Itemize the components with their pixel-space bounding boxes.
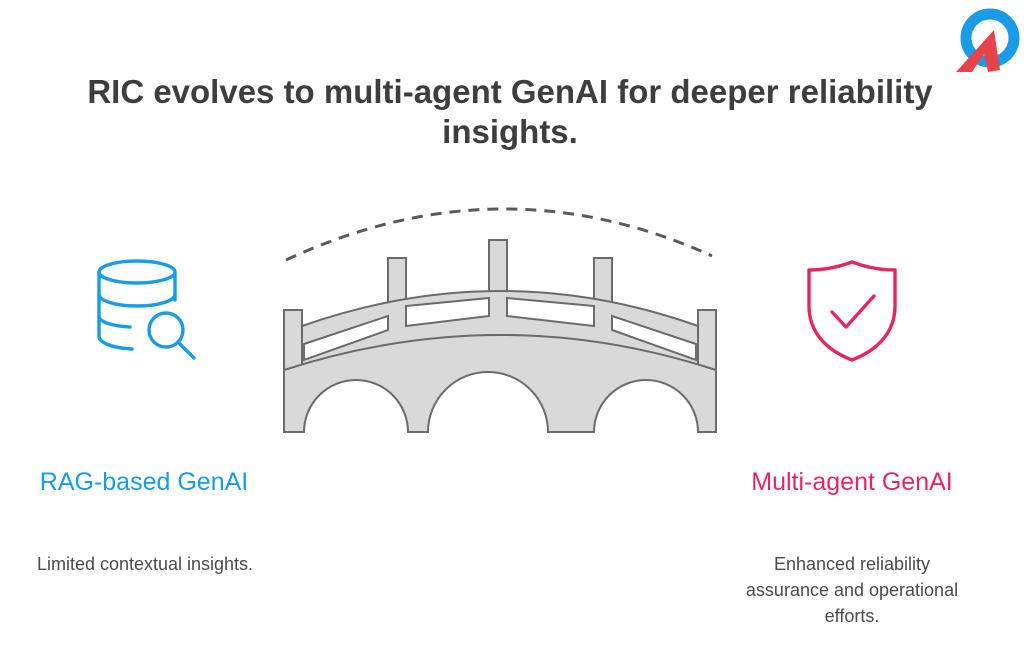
brand-logo-icon: [956, 8, 1020, 72]
bridge-icon: [283, 207, 717, 433]
shield-check-icon: [807, 260, 897, 362]
left-description: Limited contextual insights.: [36, 554, 254, 574]
database-search-icon: [97, 259, 196, 360]
page-title: RIC evolves to multi-agent GenAI for dee…: [87, 73, 933, 150]
right-heading: Multi-agent GenAI: [751, 468, 953, 496]
right-description: Enhanced reliability assurance and opera…: [745, 554, 959, 626]
left-heading: RAG-based GenAI: [39, 468, 249, 496]
